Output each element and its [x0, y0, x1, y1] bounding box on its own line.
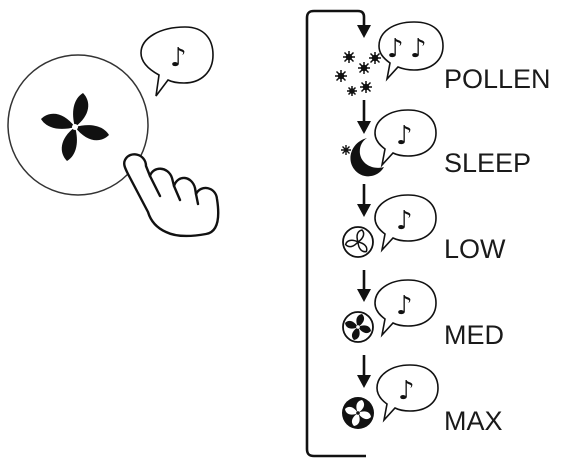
- button-beep-bubble: ♪: [140, 26, 214, 97]
- mode-label-low: LOW: [444, 234, 506, 264]
- med-beep-bubble: ♪: [374, 279, 437, 338]
- mode-row-pollen: ♪ ♪ POLLEN: [335, 21, 551, 96]
- mode-label-max: MAX: [444, 406, 503, 436]
- music-note-icon: ♪: [410, 34, 427, 64]
- hand-pointer-icon: [123, 153, 220, 238]
- music-note-icon: ♪: [170, 43, 187, 73]
- step-arrows: [357, 100, 371, 388]
- pollen-beep-bubble: ♪ ♪: [378, 21, 444, 82]
- low-beep-bubble: ♪: [374, 194, 437, 253]
- music-note-icon: ♪: [396, 206, 413, 236]
- pollen-icon: [335, 51, 381, 96]
- fan-med-icon: [342, 311, 374, 343]
- mode-label-med: MED: [444, 320, 504, 350]
- mode-label-pollen: POLLEN: [444, 64, 551, 94]
- music-note-icon: ♪: [387, 34, 404, 64]
- max-beep-bubble: ♪: [376, 364, 439, 423]
- sleep-moon-icon: [341, 138, 384, 177]
- mode-row-sleep: ♪ SLEEP: [341, 109, 531, 178]
- step-arrow: [357, 184, 371, 217]
- sleep-beep-bubble: ♪: [374, 109, 437, 168]
- fan-button-icon: [41, 93, 109, 161]
- fan-button[interactable]: [7, 54, 149, 196]
- mode-label-sleep: SLEEP: [444, 148, 531, 178]
- mode-row-max: ♪ MAX: [342, 364, 503, 436]
- step-arrow: [357, 355, 371, 388]
- step-arrow: [357, 270, 371, 302]
- music-note-icon: ♪: [396, 291, 413, 321]
- mode-row-med: ♪ MED: [342, 279, 504, 350]
- cycle-top-arrowhead: [357, 25, 371, 38]
- mode-row-low: ♪ LOW: [342, 194, 506, 264]
- music-note-icon: ♪: [396, 121, 413, 151]
- music-note-icon: ♪: [398, 376, 415, 406]
- fan-max-icon: [342, 397, 374, 429]
- step-arrow: [357, 100, 371, 134]
- fan-low-icon: [342, 226, 374, 258]
- cycle-loop-line: [305, 9, 366, 458]
